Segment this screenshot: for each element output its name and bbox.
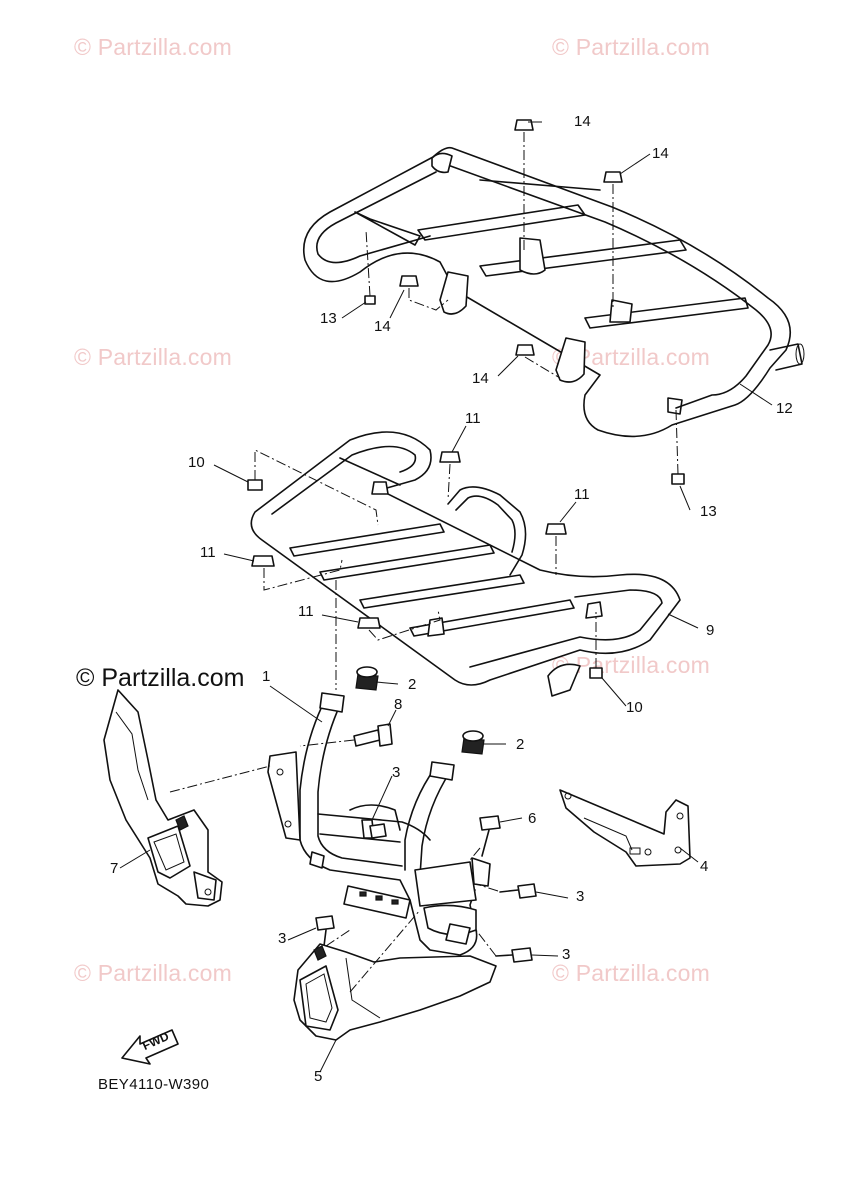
callout-3: 3 [576,888,585,905]
callout-6: 6 [528,810,537,827]
lower-front-panel [293,909,497,1041]
watermark: © Partzilla.com [74,344,232,370]
callout-11: 11 [200,544,216,561]
callout-1: 1 [262,668,271,685]
callout-2: 2 [516,736,525,753]
callout-2: 2 [408,676,417,693]
callout-11: 11 [298,603,314,620]
watermark: © Partzilla.com [552,34,710,60]
callout-4: 4 [700,858,709,875]
callout-14: 14 [472,370,489,387]
callout-3: 3 [392,764,401,781]
callout-3: 3 [562,946,571,963]
callout-12: 12 [776,400,793,417]
watermark-main: © Partzilla.com [76,664,245,692]
callout-11: 11 [465,410,481,427]
rack-bolts [364,119,685,485]
callout-14: 14 [374,318,391,335]
callout-14: 14 [574,113,591,130]
watermark: © Partzilla.com [74,960,232,986]
diagram-code: BEY4110-W390 [98,1076,210,1093]
front-carrier-rack [250,431,681,697]
side-panel-left [103,689,271,907]
callout-3: 3 [278,930,287,947]
watermark: © Partzilla.com [74,34,232,60]
guard-fasteners [299,666,537,963]
callout-13: 13 [700,503,717,520]
callout-7: 7 [110,860,119,877]
callout-14: 14 [652,145,669,162]
fwd-arrow [121,1029,179,1065]
callout-5: 5 [314,1068,323,1085]
callout-10: 10 [188,454,205,471]
front-guard-frame [267,692,491,956]
rear-carrier-rack [303,146,805,438]
callout-10: 10 [626,699,643,716]
callout-8: 8 [394,696,403,713]
callout-13: 13 [320,310,337,327]
callout-leaders [119,121,773,1073]
front-rack-bolts [247,449,603,690]
callout-11: 11 [574,486,590,503]
bracket-right [559,789,691,867]
watermark: © Partzilla.com [552,960,710,986]
callout-9: 9 [706,622,715,639]
